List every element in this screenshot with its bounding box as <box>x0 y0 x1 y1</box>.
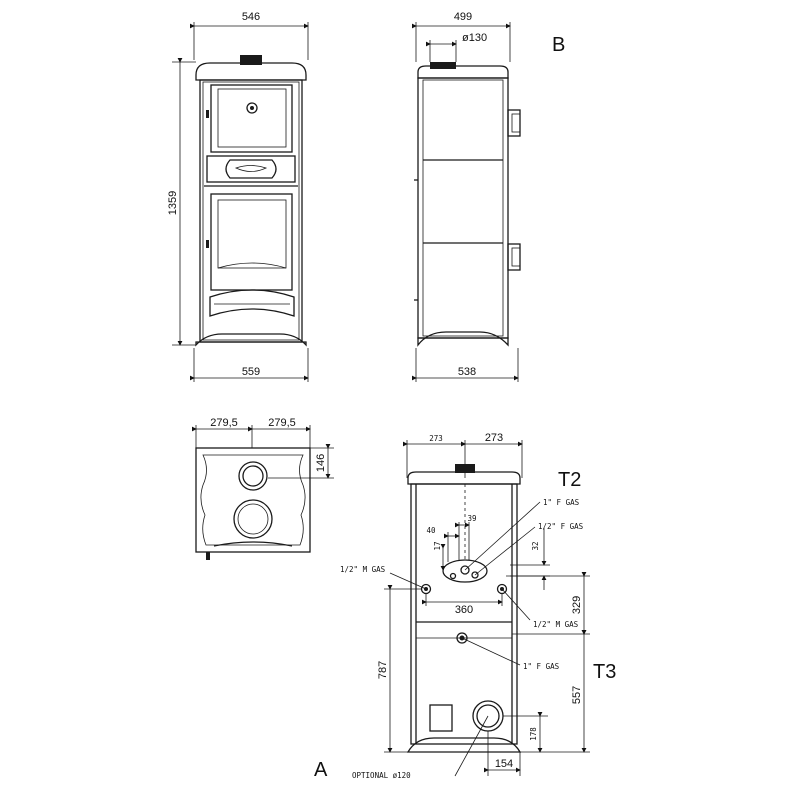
side-view: 499 ø130 B 538 <box>412 11 565 382</box>
rear-dim-787: 787 <box>377 661 389 679</box>
side-width-top: 499 <box>454 11 472 23</box>
rear-dim-39: 39 <box>467 514 476 523</box>
rear-optional-outlet: OPTIONAL ø120 <box>352 771 411 780</box>
rear-gas-half-m-left: 1/2" M GAS <box>340 565 386 574</box>
rear-half-left: 273 <box>429 434 443 443</box>
front-height: 1359 <box>167 191 179 215</box>
side-view-label: B <box>552 34 565 56</box>
rear-dim-154: 154 <box>495 758 513 770</box>
rear-label-t3: T3 <box>593 661 616 683</box>
rear-gas-half-m-right: 1/2" M GAS <box>533 620 579 629</box>
rear-dim-40: 40 <box>426 526 436 535</box>
rear-dim-178: 178 <box>529 727 538 741</box>
rear-gas-half-f: 1/2" F GAS <box>538 522 584 531</box>
rear-dim-360: 360 <box>455 604 473 616</box>
side-width-bottom: 538 <box>458 366 476 378</box>
rear-dim-17: 17 <box>433 541 442 550</box>
front-width-top: 546 <box>242 11 260 23</box>
side-flue-diameter: ø130 <box>462 32 487 44</box>
rear-view: 273 273 39 40 <box>314 432 616 781</box>
top-view: 279,5 279,5 146 <box>192 417 334 560</box>
front-width-bottom: 559 <box>242 366 260 378</box>
top-depth: 146 <box>315 454 327 472</box>
rear-dim-32: 32 <box>531 541 540 550</box>
rear-dim-329: 329 <box>571 596 583 614</box>
rear-label-t2: T2 <box>558 469 581 491</box>
front-view: 546 1359 559 <box>167 11 309 382</box>
rear-dim-557: 557 <box>571 686 583 704</box>
rear-gas-1-f-top: 1" F GAS <box>543 498 580 507</box>
rear-half-right: 273 <box>485 432 503 444</box>
rear-view-label: A <box>314 759 328 781</box>
top-half-right: 279,5 <box>268 417 296 429</box>
rear-gas-1-f-bottom: 1" F GAS <box>523 662 560 671</box>
top-half-left: 279,5 <box>210 417 238 429</box>
